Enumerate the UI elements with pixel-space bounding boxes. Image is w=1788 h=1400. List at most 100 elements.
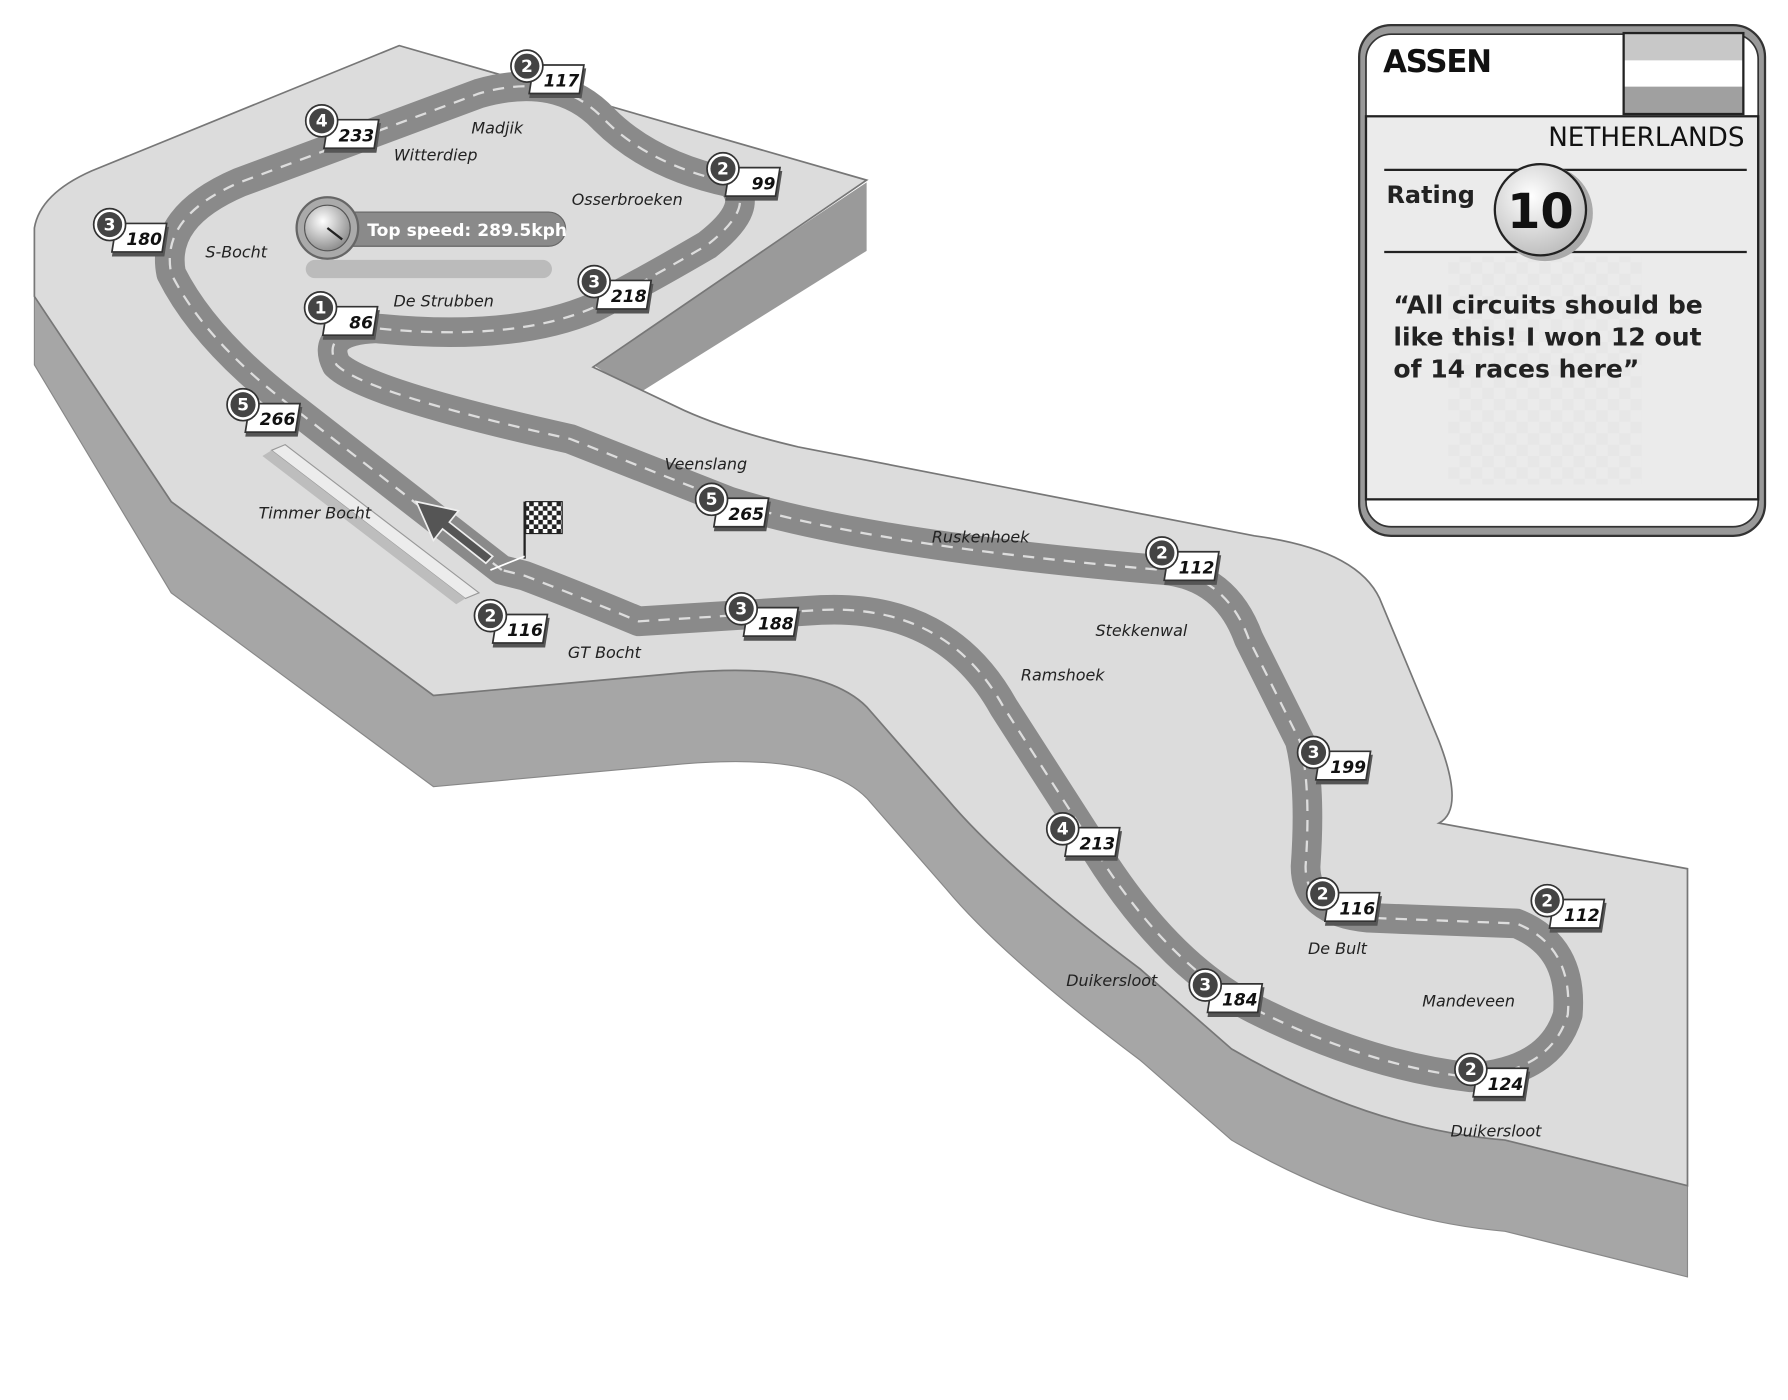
gear-badge bbox=[1458, 1056, 1484, 1082]
corner-marker: 2 116 bbox=[1305, 876, 1382, 926]
gear-badge bbox=[230, 392, 256, 418]
corner-speed: 199 bbox=[1330, 758, 1366, 778]
corner-name-label: Osserbroeken bbox=[572, 190, 683, 209]
gear-badge bbox=[1301, 739, 1327, 765]
speed-tag bbox=[1472, 1067, 1529, 1098]
gear-number: 3 bbox=[1308, 743, 1320, 763]
corner-marker: 2 117 bbox=[510, 49, 587, 99]
gear-number: 2 bbox=[1541, 891, 1553, 911]
corner-name-label: Duikersloot bbox=[1450, 1122, 1542, 1141]
gear-number: 3 bbox=[1199, 976, 1211, 996]
quote-line: like this! I won 12 out bbox=[1393, 322, 1701, 351]
corner-name-label: S-Bocht bbox=[205, 243, 267, 262]
netherlands-flag-icon bbox=[1622, 31, 1745, 116]
gear-number: 2 bbox=[1465, 1060, 1477, 1080]
gear-badge bbox=[514, 53, 540, 79]
direction-arrow-icon bbox=[414, 500, 494, 565]
speed-tag bbox=[1323, 891, 1381, 923]
corner-speed: 112 bbox=[1564, 906, 1600, 926]
speed-tag bbox=[110, 222, 168, 253]
speed-tag bbox=[1064, 826, 1121, 858]
gear-number: 2 bbox=[521, 57, 533, 77]
corner-speed: 117 bbox=[544, 72, 580, 92]
gear-number: 3 bbox=[588, 272, 600, 292]
country-name: NETHERLANDS bbox=[1548, 123, 1744, 153]
corner-marker: 2 116 bbox=[473, 598, 550, 648]
circuit-info-card: ASSEN NETHERLANDS Rating 10 “All circuit… bbox=[1358, 23, 1767, 537]
corner-marker: 2 99 bbox=[706, 151, 783, 201]
gear-badge bbox=[710, 156, 736, 182]
corner-name-label: Ruskenhoek bbox=[932, 528, 1030, 547]
gear-number: 2 bbox=[1156, 544, 1168, 564]
corner-name-label: Mandeveen bbox=[1422, 992, 1515, 1011]
circuit-name: ASSEN bbox=[1383, 44, 1491, 80]
speed-tag bbox=[1548, 898, 1606, 929]
corner-speed: 188 bbox=[758, 614, 794, 634]
speed-tag bbox=[491, 613, 549, 644]
gear-badge bbox=[728, 596, 754, 622]
corner-name-label: GT Bocht bbox=[568, 643, 642, 662]
speed-tag bbox=[742, 606, 800, 638]
speed-tag bbox=[712, 497, 770, 528]
corner-speed: 233 bbox=[338, 126, 374, 146]
corner-marker: 3 188 bbox=[724, 591, 801, 641]
corner-speed: 86 bbox=[349, 313, 373, 333]
gear-badge bbox=[477, 603, 503, 629]
gear-badge bbox=[1149, 540, 1175, 566]
corner-marker: 4 213 bbox=[1045, 812, 1123, 861]
corner-name-label: Witterdiep bbox=[394, 146, 478, 165]
corner-name-label: Madjik bbox=[471, 118, 524, 137]
gear-badge bbox=[308, 295, 334, 321]
corner-marker: 3 199 bbox=[1296, 735, 1373, 785]
gear-badge bbox=[1192, 972, 1218, 998]
corner-name-label: Stekkenwal bbox=[1095, 621, 1187, 640]
gear-number: 2 bbox=[717, 159, 729, 179]
quote-line: “All circuits should be bbox=[1393, 291, 1702, 320]
corner-name-label: De Strubben bbox=[393, 292, 493, 311]
speed-tag bbox=[1163, 550, 1220, 582]
corner-speed: 99 bbox=[752, 174, 776, 194]
gear-number: 4 bbox=[1057, 820, 1069, 840]
speed-tag bbox=[322, 118, 380, 150]
corner-speed: 116 bbox=[1339, 899, 1375, 919]
gear-badge bbox=[309, 108, 335, 134]
corner-speed: 180 bbox=[126, 230, 162, 250]
rating-value: 10 bbox=[1507, 185, 1574, 240]
gear-number: 3 bbox=[104, 215, 116, 235]
corner-marker: 3 180 bbox=[92, 207, 169, 257]
gear-badge bbox=[581, 269, 607, 295]
corner-speed: 218 bbox=[611, 287, 647, 307]
gear-number: 5 bbox=[237, 395, 249, 415]
speed-tag bbox=[1314, 750, 1372, 781]
gear-number: 5 bbox=[706, 490, 718, 510]
gear-number: 2 bbox=[484, 606, 496, 626]
plateau-inner-wall bbox=[593, 182, 867, 394]
gear-badge bbox=[1534, 888, 1560, 914]
gear-badge bbox=[97, 212, 123, 238]
speed-tag bbox=[1206, 983, 1264, 1014]
corner-speed: 116 bbox=[507, 621, 543, 641]
pit-building bbox=[262, 443, 481, 605]
speed-tag bbox=[595, 279, 653, 310]
corner-marker: 2 112 bbox=[1530, 883, 1607, 933]
gear-number: 2 bbox=[1317, 885, 1329, 905]
corner-marker: 3 218 bbox=[577, 264, 654, 314]
corner-name-label: Duikersloot bbox=[1066, 971, 1158, 990]
quote-line: of 14 races here” bbox=[1393, 354, 1639, 383]
checkered-flag-icon bbox=[490, 501, 563, 571]
corner-name-label: Ramshoek bbox=[1021, 666, 1105, 685]
gear-badge bbox=[1050, 816, 1076, 842]
corner-speed: 213 bbox=[1079, 834, 1115, 854]
gear-badge bbox=[699, 486, 725, 512]
speed-tag bbox=[528, 64, 585, 95]
gear-number: 1 bbox=[315, 299, 327, 319]
speed-tag bbox=[244, 402, 302, 433]
gear-number: 3 bbox=[735, 599, 747, 619]
corner-name-label: Veenslang bbox=[665, 455, 747, 474]
corner-speed: 124 bbox=[1488, 1075, 1524, 1095]
